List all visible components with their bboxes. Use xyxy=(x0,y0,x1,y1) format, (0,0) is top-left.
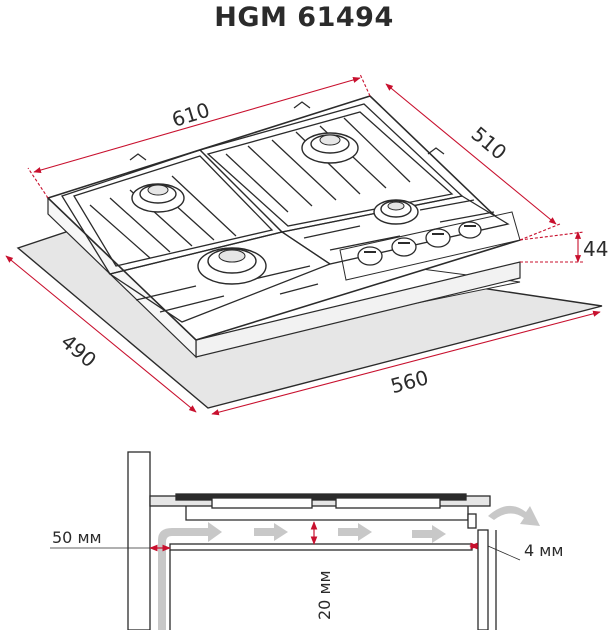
wall xyxy=(127,451,151,630)
rear-gap-label: 4 мм xyxy=(524,541,563,560)
hob-top-plate xyxy=(175,493,467,501)
burner-rear-left xyxy=(131,183,185,213)
knob-3 xyxy=(425,228,451,248)
knob-1 xyxy=(357,246,383,266)
dim-44-label: 44 xyxy=(583,237,608,261)
model-title: HGM 61494 xyxy=(214,2,394,33)
dim-560-label: 560 xyxy=(388,365,431,398)
dim-490-label: 490 xyxy=(56,329,101,372)
burner-rear-right xyxy=(301,132,359,164)
airflow-arrows xyxy=(158,505,540,630)
installation-section xyxy=(127,451,497,630)
side-gap-label: 50 мм xyxy=(52,528,102,547)
rear-panel xyxy=(477,529,489,630)
burner-front-right xyxy=(373,199,419,225)
knob-2 xyxy=(391,237,417,257)
cabinet-shelf xyxy=(169,543,473,551)
control-knobs xyxy=(357,221,482,266)
vent-gap-label: 20 мм xyxy=(315,570,334,620)
knob-4 xyxy=(458,221,482,239)
dimension-lines xyxy=(5,73,601,416)
dim-510-label: 510 xyxy=(467,122,512,165)
burner-front-left xyxy=(197,247,267,285)
install-dimension-lines xyxy=(50,521,521,561)
dim-610-label: 610 xyxy=(169,98,213,132)
